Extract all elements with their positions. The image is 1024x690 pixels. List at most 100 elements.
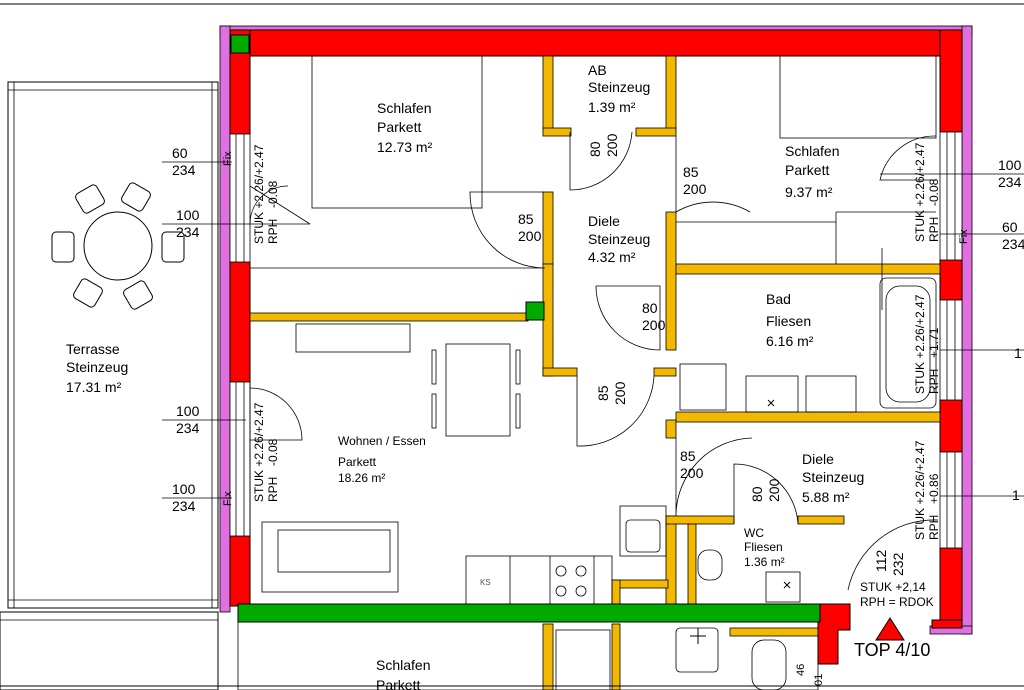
rph-2: RPH: [266, 477, 280, 502]
room-diele2-area: 5.88 m²: [802, 489, 850, 505]
room-wc-name: WC: [744, 526, 764, 540]
room-schlafen1-floor: Parkett: [377, 119, 421, 135]
window-4-height: 234: [172, 498, 196, 514]
room-ab-name: AB: [588, 62, 607, 78]
stuk-1: STUK +2.26/+2.47: [252, 144, 266, 244]
room-terrasse-floor: Steinzeug: [66, 359, 128, 375]
edge-label-1: 46: [795, 664, 807, 676]
left-windows: [229, 133, 251, 537]
furniture: [237, 55, 937, 690]
rph-val-1: -0.08: [266, 180, 280, 208]
rph-val-4: +1.71: [927, 327, 941, 358]
window-7-width: 1: [1014, 345, 1022, 361]
room-terrasse-area: 17.31 m²: [66, 379, 122, 395]
fix-label-2: Fix: [222, 491, 234, 506]
window-5-width: 100: [998, 157, 1022, 173]
entrance-rph: RPH = RDOK: [860, 595, 934, 609]
door-2-height: 200: [604, 133, 620, 157]
room-schlafen3-floor: Parkett: [376, 677, 420, 690]
stuk-4: STUK +2.26/+2.47: [913, 294, 927, 394]
door-1-height: 200: [518, 228, 542, 244]
rph-5: RPH: [927, 515, 941, 540]
room-schlafen2-name: Schlafen: [785, 143, 839, 159]
room-labels: Schlafen Parkett 12.73 m² AB Steinzeug 1…: [66, 62, 864, 690]
room-diele1-name: Diele: [588, 213, 620, 229]
rph-val-2: -0.08: [266, 438, 280, 466]
window-6-height: 234: [1002, 236, 1024, 252]
door-4-width: 80: [642, 300, 658, 316]
room-diele2-name: Diele: [802, 451, 834, 467]
facade-band: [219, 25, 973, 635]
window-1-width: 60: [172, 145, 188, 161]
door-4-height: 200: [642, 317, 666, 333]
window-3-height: 234: [176, 420, 200, 436]
door-6-width: 85: [680, 448, 696, 464]
outer-frame: [0, 3, 1024, 687]
window-labels: 60 234 100 234 100 234 100 234 100 234 6…: [172, 145, 1024, 514]
room-schlafen3-name: Schlafen: [376, 657, 430, 673]
room-schlafen2-floor: Parkett: [785, 162, 829, 178]
door-labels: 85 200 80 200 85 200 80 200 85 200 85 20…: [518, 133, 906, 576]
height-annotations: STUK +2.26/+2.47 RPH -0.08 STUK +2.26/+2…: [222, 142, 970, 609]
terrace: [0, 81, 219, 690]
room-wohnen-area: 18.26 m²: [338, 471, 385, 485]
exterior-walls: [229, 29, 963, 665]
rph-4: RPH: [927, 369, 941, 394]
door-1-width: 85: [518, 211, 534, 227]
fix-label-3: Fix: [958, 229, 970, 244]
rph-val-3: -0.08: [927, 178, 941, 206]
door-5-height: 200: [612, 381, 628, 405]
column: [525, 301, 545, 321]
door-7-width: 80: [749, 486, 765, 502]
room-schlafen1-area: 12.73 m²: [377, 139, 433, 155]
door-2-width: 80: [587, 141, 603, 157]
room-schlafen2-area: 9.37 m²: [785, 184, 833, 200]
room-wohnen-floor: Parkett: [338, 455, 377, 469]
room-terrasse-name: Terrasse: [66, 341, 120, 357]
window-4-width: 100: [172, 481, 196, 497]
room-wc-area: 1.36 m²: [744, 555, 785, 569]
room-diele1-floor: Steinzeug: [588, 231, 650, 247]
fridge-label: KS: [480, 578, 491, 587]
room-diele1-area: 4.32 m²: [588, 249, 636, 265]
door-3-width: 85: [683, 164, 699, 180]
window-2-width: 100: [176, 207, 200, 223]
entrance-arrow-icon: [875, 617, 905, 641]
dimension-lines: [162, 161, 1024, 499]
room-schlafen1-name: Schlafen: [377, 100, 431, 116]
door-8-width: 112: [873, 549, 889, 572]
room-bad-name: Bad: [766, 291, 791, 307]
room-ab-floor: Steinzeug: [588, 79, 650, 95]
entrance-stuk: STUK +2,14: [860, 580, 926, 594]
window-1-height: 234: [172, 162, 196, 178]
door-8-height: 232: [890, 552, 906, 576]
room-wohnen-name: Wohnen / Essen: [338, 434, 426, 448]
rph-val-5: +0.86: [927, 473, 941, 504]
right-windows: [939, 131, 963, 549]
room-ab-area: 1.39 m²: [588, 99, 636, 115]
room-diele2-floor: Steinzeug: [802, 469, 864, 485]
room-wc-floor: Fliesen: [744, 540, 783, 554]
unit-label: TOP 4/10: [854, 640, 930, 660]
window-6-width: 60: [1002, 219, 1018, 235]
rph-1: RPH: [266, 219, 280, 244]
slab-edge: [237, 603, 821, 623]
door-3-height: 200: [683, 181, 707, 197]
window-3-width: 100: [176, 403, 200, 419]
sink-icons: [690, 399, 791, 644]
door-swings: [249, 131, 939, 591]
fix-label-1: Fix: [222, 151, 234, 166]
window-8-width: 1: [1012, 487, 1020, 503]
door-5-width: 85: [595, 385, 611, 401]
edge-label-2: 01: [813, 674, 825, 686]
corner-column: [230, 34, 250, 54]
door-6-height: 200: [680, 465, 704, 481]
room-bad-floor: Fliesen: [766, 313, 811, 329]
window-2-height: 234: [176, 224, 200, 240]
stuk-3: STUK +2.26/+2.47: [913, 142, 927, 242]
stuk-5: STUK +2.26/+2.47: [913, 440, 927, 540]
terrace-table-icon: [51, 182, 185, 310]
stuk-2: STUK +2.26/+2.47: [252, 402, 266, 502]
door-7-height: 200: [766, 478, 782, 502]
